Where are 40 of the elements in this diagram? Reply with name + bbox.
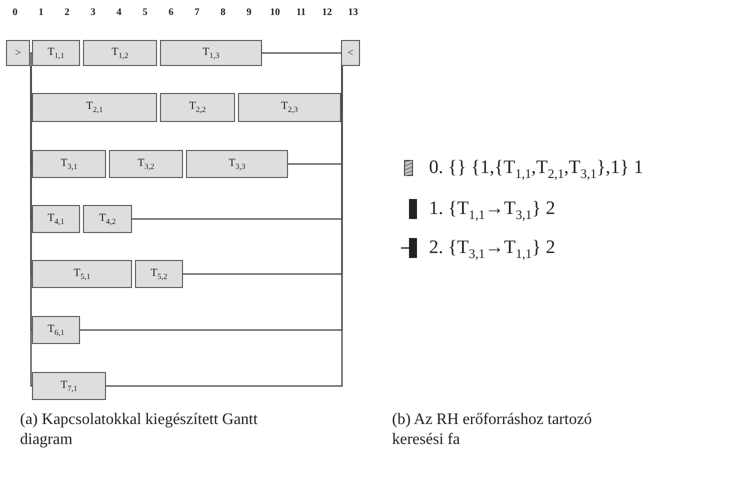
- connector-line: [262, 52, 341, 54]
- tree-node-text: 2. {T$_{3,1}$→T$_{1,1}$} 2: [429, 237, 556, 265]
- time-tick-label: 4: [116, 7, 122, 18]
- tree-node-text: 1. {T$_{1,1}$→T$_{3,1}$} 2: [429, 198, 556, 226]
- figure-caption: (b) Az RH erőforráshoz tartozó keresési fa: [392, 410, 593, 450]
- task-bar: T$_{5,1}$: [32, 260, 132, 288]
- time-tick-label: 6: [168, 7, 174, 18]
- task-bar: T$_{3,3}$: [186, 150, 288, 178]
- time-tick-label: 10: [269, 7, 281, 18]
- task-bar: T$_{2,1}$: [32, 93, 157, 122]
- connector-line: [30, 52, 32, 66]
- tree-node-text: 0. {} {1,{T$_{1,1}$,T$_{2,1}$,T$_{3,1}$},1} 1: [429, 157, 644, 185]
- time-tick-label: 0: [12, 7, 18, 18]
- time-tick-label: 13: [347, 7, 359, 18]
- task-bar: T$_{1,2}$: [83, 40, 157, 66]
- time-tick-label: 12: [321, 7, 333, 18]
- task-bar: T$_{2,2}$: [160, 93, 235, 122]
- task-bar: T$_{2,3}$: [238, 93, 341, 122]
- endpoint-box: >: [6, 40, 30, 66]
- time-tick-label: 9: [246, 7, 252, 18]
- connector-line: [30, 66, 33, 387]
- time-tick-label: 3: [90, 7, 96, 18]
- task-bar: T$_{6,1}$: [32, 316, 80, 344]
- task-bar: T$_{1,1}$: [32, 40, 80, 66]
- task-bar: T$_{3,1}$: [32, 150, 106, 178]
- task-bar: T$_{4,2}$: [83, 205, 132, 233]
- time-tick-label: 7: [194, 7, 200, 18]
- time-tick-label: 8: [220, 7, 226, 18]
- time-tick-label: 1: [38, 7, 44, 18]
- connector-line: [106, 66, 343, 387]
- figure-caption: (a) Kapcsolatokkal kiegészített Gantt diagram: [20, 410, 259, 450]
- task-bar: T$_{1,3}$: [160, 40, 262, 66]
- endpoint-box: <: [341, 40, 360, 66]
- time-tick-label: 2: [64, 7, 70, 18]
- time-tick-label: 5: [142, 7, 148, 18]
- task-bar: T$_{3,2}$: [109, 150, 183, 178]
- task-bar: T$_{7,1}$: [32, 372, 106, 400]
- task-bar: T$_{4,1}$: [32, 205, 80, 233]
- task-bar: T$_{5,2}$: [135, 260, 183, 288]
- time-tick-label: 11: [295, 7, 307, 18]
